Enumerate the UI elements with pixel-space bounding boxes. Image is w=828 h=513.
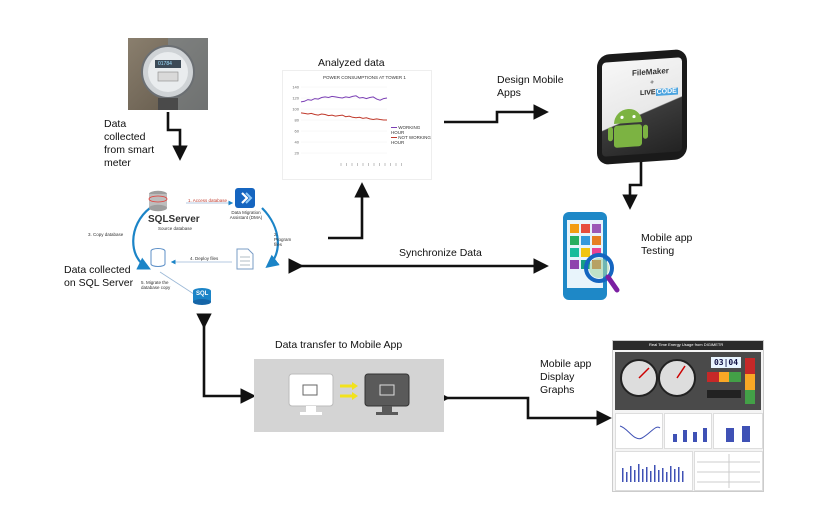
phone-filemaker: FileMaker + LIVECODE xyxy=(597,48,687,166)
stats-table xyxy=(694,451,763,491)
sql-badge: SQL xyxy=(196,291,209,297)
sql-azure-icon: SQL xyxy=(190,286,214,306)
series-line xyxy=(300,95,388,103)
arrow-transfer-to-dashboard xyxy=(434,390,612,426)
step-migrate: 5. Migrate the database copy xyxy=(141,280,171,290)
arrow-meter-to-label xyxy=(166,112,188,161)
legend-not-working: NOT WORKING HOUR xyxy=(391,135,431,145)
arrow-chart-to-design xyxy=(444,104,549,124)
dashboard-screenshot: Real Time Energy Usage from DIGIMETR 03|… xyxy=(612,340,764,492)
digital-readout: 03|04 xyxy=(711,357,741,368)
livecode-logo: LIVECODE xyxy=(640,87,678,98)
curve-program-files xyxy=(261,207,280,269)
dma-label: Data Migration Assistant (DMA) xyxy=(229,210,263,220)
phone-screen: FileMaker + LIVECODE xyxy=(602,57,682,157)
filemaker-logo: FileMaker xyxy=(632,66,669,78)
y-tick-label: 40 xyxy=(295,140,300,145)
meter-icon xyxy=(141,38,208,110)
y-tick-label: 100 xyxy=(292,107,299,112)
arrow-sql-to-transfer xyxy=(196,313,256,404)
mini-chart-1 xyxy=(615,413,663,449)
label-synchronize: Synchronize Data xyxy=(399,247,482,259)
y-tick-label: 60 xyxy=(295,129,300,134)
y-tick-label: 120 xyxy=(292,96,299,101)
sql-server-cluster: SQLServer Source database 1. Access data… xyxy=(86,186,296,314)
chart-plot: 140 120 100 80 60 40 20 xyxy=(292,85,402,166)
mini-chart-3 xyxy=(713,413,763,449)
meter-reading: 01784 xyxy=(158,61,172,67)
step-deploy: 4. Deploy files xyxy=(190,256,219,261)
legend-working: WORKING HOUR xyxy=(391,125,421,135)
y-tick-label: 80 xyxy=(295,118,300,123)
dma-icon xyxy=(235,188,255,208)
gauge-icons xyxy=(620,358,755,404)
phone-testing-icon xyxy=(563,212,620,300)
y-tick-label: 140 xyxy=(292,85,299,90)
database-icon xyxy=(148,190,168,212)
label-smart-meter: Data collected from smart meter xyxy=(104,118,155,169)
y-tick-label: 20 xyxy=(295,151,300,156)
gauge-panel: 03|04 xyxy=(615,352,761,410)
arrow-phone-to-testing xyxy=(622,160,643,210)
label-mobile-testing: Mobile app Testing xyxy=(641,232,693,257)
dashboard-header: Real Time Energy Usage from DIGIMETR xyxy=(613,341,763,350)
step-access: 1. Access database xyxy=(188,198,228,203)
line-chart: POWER CONSUMPTIONS AT TOWER 1 140 120 100 8… xyxy=(282,70,432,180)
step-program: 2. Program files xyxy=(274,232,292,247)
smart-meter-photo: 01784 xyxy=(128,38,208,110)
label-transfer: Data transfer to Mobile App xyxy=(275,339,403,351)
step-copy: 3. Copy database xyxy=(88,232,124,237)
label-sql-collected: Data collected on SQL Server xyxy=(64,264,134,289)
monitor-transfer-icon xyxy=(288,373,410,415)
load-profile-chart xyxy=(615,451,693,491)
chart-title: POWER CONSUMPTIONS AT TOWER 1 xyxy=(323,75,406,80)
sql-server-brand: SQLServer xyxy=(148,214,200,225)
chart-legend: WORKING HOUR NOT WORKING HOUR xyxy=(391,125,431,145)
dashboard-title: Real Time Energy Usage from DIGIMETR xyxy=(649,342,724,347)
label-design-apps: Design Mobile Apps xyxy=(497,74,564,99)
label-display-graphs: Mobile app Display Graphs xyxy=(540,358,592,396)
sql-source-db: Source database xyxy=(158,226,193,231)
android-icon xyxy=(608,108,648,148)
series-line xyxy=(300,112,387,121)
files-icon xyxy=(236,248,254,270)
copy-database-icon xyxy=(150,248,166,267)
testing-illustration xyxy=(555,210,621,306)
arrow-sql-to-chart xyxy=(328,182,370,240)
filemaker-plus: + xyxy=(650,79,655,87)
label-analyzed-data: Analyzed data xyxy=(318,57,385,69)
mini-chart-2 xyxy=(664,413,712,449)
transfer-panel xyxy=(254,359,444,432)
curve-copy-database xyxy=(132,207,151,270)
